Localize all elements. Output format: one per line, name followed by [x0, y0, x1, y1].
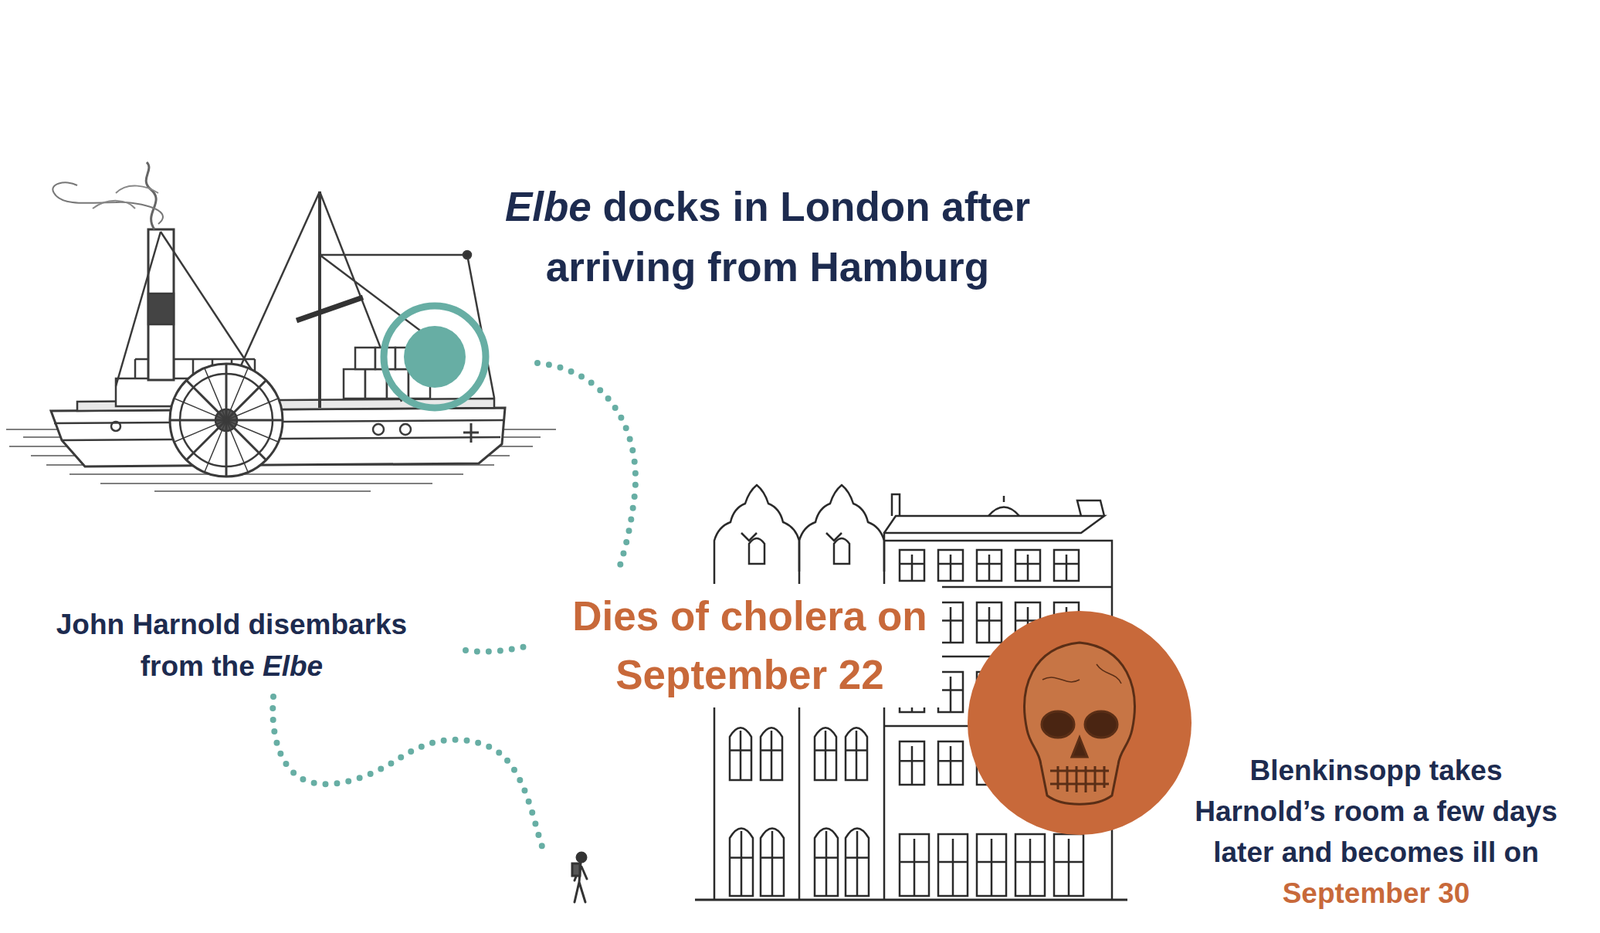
ship-name: Elbe [505, 183, 592, 230]
date-text: September 30 [1282, 877, 1471, 909]
window [814, 828, 838, 897]
window [1015, 833, 1045, 896]
window [845, 828, 869, 897]
event-label: Blenkinsopp takes Harnold’s room a few d… [1183, 749, 1570, 914]
death-label: Dies of cholera on September 22 [557, 583, 943, 708]
window [814, 727, 837, 780]
window [976, 602, 1002, 643]
ship-name: Elbe [262, 650, 323, 682]
window [976, 833, 1007, 896]
window [760, 828, 784, 897]
window [1015, 549, 1041, 581]
window [938, 549, 963, 581]
window [899, 833, 929, 896]
window [845, 727, 868, 780]
window [1054, 549, 1079, 581]
event-heading: Elbe docks in London after arriving from… [443, 176, 1092, 298]
event-text: docks in London after arriving from Hamb… [545, 183, 1031, 290]
window [899, 549, 925, 581]
skull-icon [967, 610, 1192, 835]
event-text: John Harnold disembarks from the [56, 608, 407, 682]
event-text: Blenkinsopp takes Harnold’s room a few d… [1194, 754, 1557, 868]
window [938, 741, 963, 785]
window [976, 549, 1002, 581]
steamship [6, 162, 556, 492]
window [760, 727, 783, 780]
window [729, 727, 752, 780]
window [1054, 833, 1084, 896]
event-label: John Harnold disembarks from the Elbe [23, 603, 441, 688]
window [938, 833, 968, 896]
window [729, 828, 753, 897]
person-figure [572, 852, 587, 902]
window [899, 741, 925, 785]
